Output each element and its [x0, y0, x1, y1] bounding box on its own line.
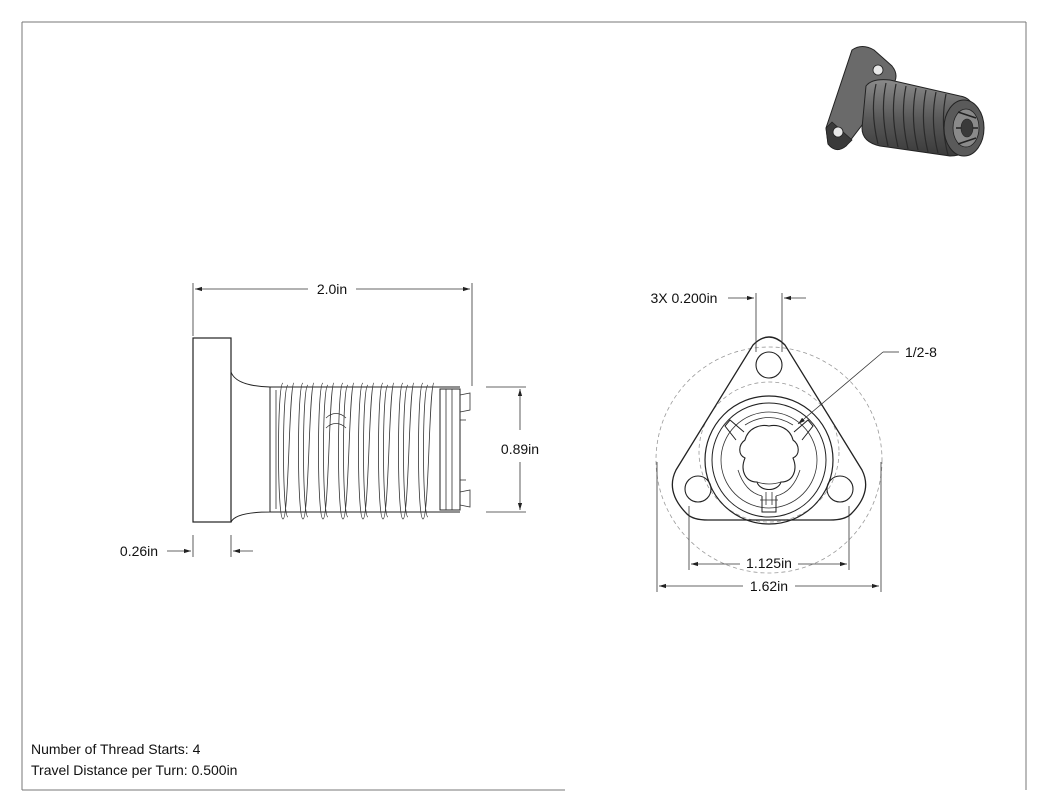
mounting-hole-right: [826, 475, 854, 503]
dimension-hole-size: 3X 0.200in: [651, 290, 806, 352]
thread-diameter-label: 0.89in: [501, 441, 539, 457]
thread-spec-label: 1/2-8: [905, 344, 937, 360]
nose-slots: [724, 417, 814, 513]
notes-block: Number of Thread Starts: 4 Travel Distan…: [31, 741, 237, 778]
mounting-hole-top: [755, 351, 783, 379]
mounting-hole-left: [684, 475, 712, 503]
thread-coils: [278, 382, 435, 520]
note-thread-starts: Number of Thread Starts: 4: [31, 741, 201, 757]
dimension-thread-diameter: 0.89in: [486, 386, 539, 513]
hole-size-label: 3X 0.200in: [651, 290, 718, 306]
dimension-flange-thickness: 0.26in: [120, 535, 253, 559]
note-travel-per-turn: Travel Distance per Turn: 0.500in: [31, 762, 237, 778]
bolt-circle-label: 1.125in: [746, 555, 792, 571]
sheet-border: [21, 21, 1027, 791]
flange-thickness-label: 0.26in: [120, 543, 158, 559]
overall-length-label: 2.0in: [317, 281, 347, 297]
front-view: [655, 336, 883, 574]
dimension-bolt-circle: 1.125in: [688, 506, 850, 571]
nose-segments: [439, 388, 471, 511]
callout-thread-spec: 1/2-8: [797, 344, 937, 425]
dimension-overall-length: 2.0in: [192, 281, 473, 386]
dimension-flange-width: 1.62in: [656, 462, 882, 594]
side-view: [192, 337, 471, 523]
isometric-preview: [825, 46, 985, 157]
flange-width-label: 1.62in: [750, 578, 788, 594]
